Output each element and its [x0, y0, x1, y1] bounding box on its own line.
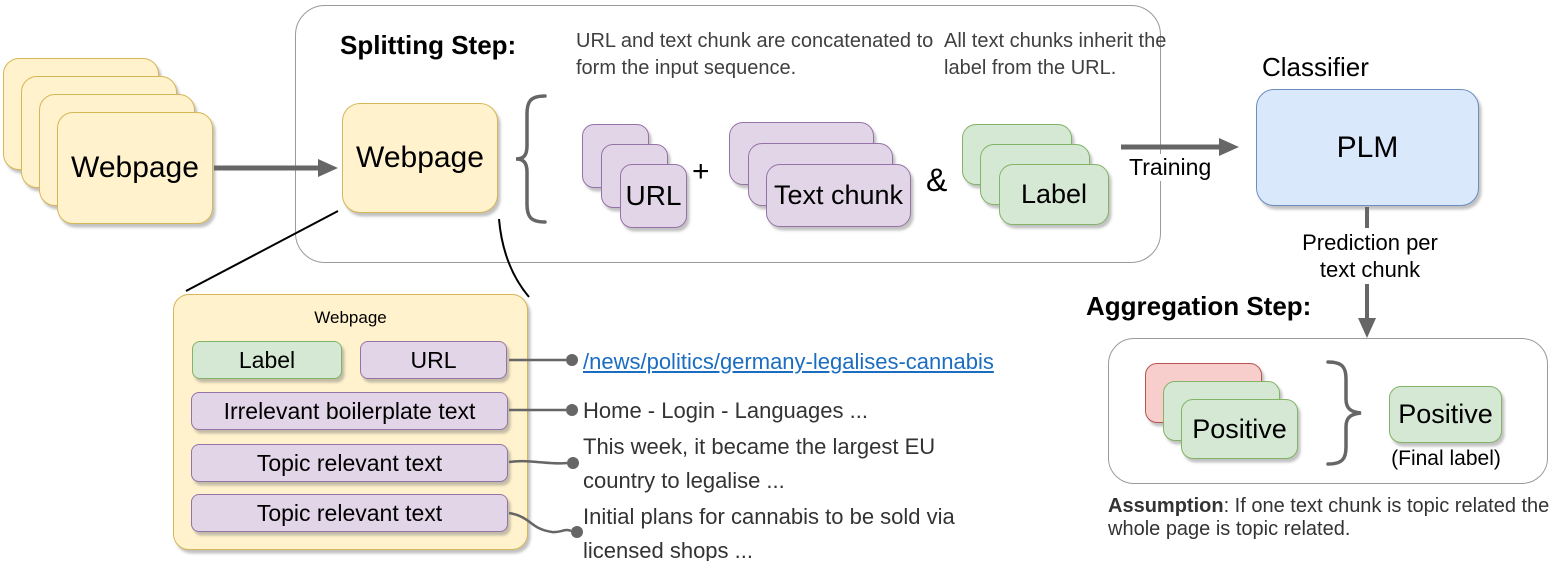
splitting-step-title: Splitting Step:	[340, 30, 517, 60]
text-chunk-stack-label: Text chunk	[773, 180, 904, 210]
topic-example-2-text: Initial plans for cannabis to be sold vi…	[583, 504, 955, 561]
prediction-arrow-head-icon	[1358, 318, 1376, 338]
detail-row-boilerplate: Irrelevant boilerplate text	[191, 392, 508, 430]
url-stack-label: URL	[625, 180, 682, 211]
classifier-title: Classifier	[1262, 52, 1369, 82]
ampersand: &	[926, 162, 948, 198]
url-value-link[interactable]: /news/politics/germany-legalises-cannabi…	[583, 349, 994, 374]
training-arrow-head-icon	[1219, 138, 1239, 156]
boilerplate-example-text: Home - Login - Languages ...	[583, 398, 868, 423]
note-inherit: All text chunks inherit the label from t…	[944, 30, 1167, 79]
webpage-stack-card-front: Webpage	[57, 112, 213, 224]
detail-row-topic1: Topic relevant text	[191, 444, 508, 482]
label-stack-label: Label	[1020, 179, 1088, 209]
detail-label-field: Label	[192, 341, 342, 379]
detail-url-text: URL	[410, 346, 457, 373]
plm-label: PLM	[1336, 130, 1399, 164]
final-label-card: Positive	[1389, 386, 1502, 443]
webpage-stack-label: Webpage	[71, 151, 199, 184]
training-arrow-label: Training	[1126, 154, 1215, 181]
final-label-caption: (Final label)	[1391, 447, 1501, 470]
topic-example-1-text: This week, it became the largest EU coun…	[583, 434, 936, 493]
detail-label-text: Label	[238, 346, 296, 373]
final-label-text: Positive	[1398, 399, 1493, 429]
topic2-connector-dot-icon	[571, 526, 583, 538]
prediction-stack-card-front: Positive	[1181, 399, 1298, 459]
detail-row-topic1-text: Topic relevant text	[256, 449, 443, 476]
assumption-term: Assumption	[1108, 495, 1224, 517]
detail-url-field: URL	[360, 341, 507, 379]
url-connector-dot-icon	[566, 354, 578, 366]
plm-box: PLM	[1256, 89, 1479, 206]
detail-row-topic2: Topic relevant text	[191, 494, 508, 532]
splitting-webpage-box: Webpage	[342, 103, 498, 213]
prediction-stack-label: Positive	[1192, 413, 1287, 444]
prediction-arrow-label: Prediction per text chunk	[1282, 229, 1458, 283]
detail-row-boilerplate-text: Irrelevant boilerplate text	[223, 397, 476, 424]
assumption-text: : If one text chunk is topic related the…	[1108, 495, 1550, 540]
aggregation-step-title: Aggregation Step:	[1086, 291, 1312, 321]
aggregation-container	[1108, 338, 1548, 484]
assumption-note: Assumption: If one text chunk is topic r…	[1108, 495, 1565, 541]
text-chunk-stack-card-front: Text chunk	[766, 164, 911, 227]
topic1-connector-dot-icon	[567, 457, 579, 469]
label-stack-card-front: Label	[999, 164, 1109, 225]
boilerplate-connector-dot-icon	[566, 404, 578, 416]
webpage-detail-title: Webpage	[314, 308, 387, 327]
splitting-step-container	[295, 5, 1161, 263]
url-stack-card-front: URL	[620, 164, 687, 228]
splitting-webpage-label: Webpage	[356, 141, 484, 174]
detail-row-topic2-text: Topic relevant text	[256, 499, 443, 526]
plus-sign: +	[692, 155, 710, 188]
note-concatenation: URL and text chunk are concatenated to f…	[576, 30, 934, 79]
